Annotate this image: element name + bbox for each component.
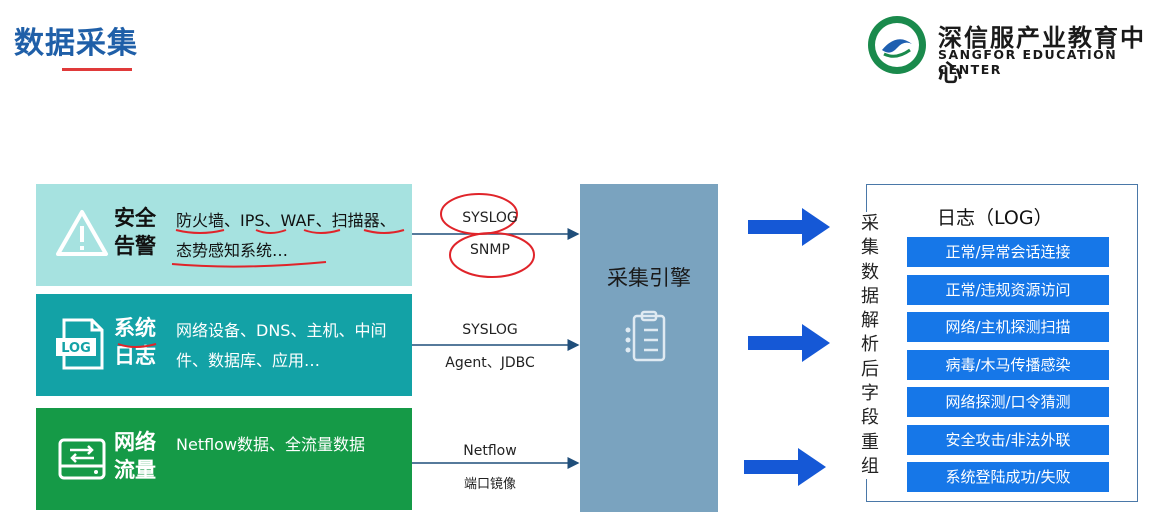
brand-name-en: SANGFOR EDUCATION CENTER (938, 47, 1118, 77)
annotation-circle (449, 232, 535, 278)
page-title: 数据采集 (14, 26, 138, 61)
arrow-right-icon (748, 208, 830, 246)
log-item: 病毒/木马传播感染 (907, 350, 1109, 380)
annotation-underline (117, 343, 157, 348)
log-output-box: 日志（LOG） 正常/异常会话连接 正常/违规资源访问 网络/主机探测扫描 病毒… (866, 184, 1138, 502)
annotation-underline (171, 261, 327, 268)
source-system-log: LOG 系统日志 网络设备、DNS、主机、中间件、数据库、应用… (36, 294, 412, 396)
sangfor-logo-icon (868, 16, 926, 74)
source-name: 系统日志 (114, 316, 156, 368)
log-item: 系统登陆成功/失败 (907, 462, 1109, 492)
clipboard-list-icon (625, 310, 666, 362)
arrow-right-icon (748, 324, 830, 362)
engine-label: 采集引擎 (607, 266, 691, 290)
protocol-label: 端口镜像 (463, 477, 516, 492)
source-desc: 防火墙、IPS、WAF、扫描器、态势感知系统… (176, 211, 396, 260)
source-network-traffic: 网络流量 Netflow数据、全流量数据 (36, 408, 412, 510)
collection-engine: 采集引擎 (580, 184, 718, 512)
annotation-underline (303, 229, 341, 234)
annotation-underline (175, 229, 225, 234)
log-item: 正常/违规资源访问 (907, 275, 1109, 305)
log-item: 网络/主机探测扫描 (907, 312, 1109, 342)
annotation-underline (363, 229, 405, 234)
source-desc: 网络设备、DNS、主机、中间件、数据库、应用… (176, 321, 387, 370)
process-label: 采集数据解析后字段重组 (858, 212, 882, 480)
log-item: 安全攻击/非法外联 (907, 425, 1109, 455)
protocol-label: SYSLOG (462, 322, 518, 338)
log-title: 日志（LOG） (937, 207, 1053, 229)
log-item: 网络探测/口令猜测 (907, 387, 1109, 417)
log-item: 正常/异常会话连接 (907, 237, 1109, 267)
protocol-label: Netflow (463, 443, 517, 459)
warning-icon (56, 210, 108, 256)
log-file-icon: LOG (56, 318, 104, 370)
svg-text:LOG: LOG (61, 341, 91, 356)
protocol-label: SYSLOG (462, 210, 518, 226)
source-name: 网络流量 (114, 430, 156, 482)
brand-name-cn: 深信服产业教育中心 (938, 24, 1146, 87)
protocol-label: SNMP (470, 242, 510, 258)
source-security-alert: 安全告警 防火墙、IPS、WAF、扫描器、态势感知系统… (36, 184, 412, 286)
annotation-underline (255, 229, 287, 234)
protocol-label: Agent、JDBC (445, 355, 535, 371)
title-underline (62, 68, 132, 71)
source-desc: Netflow数据、全流量数据 (176, 435, 366, 454)
source-name: 安全告警 (114, 206, 156, 258)
arrow-right-icon (744, 448, 826, 486)
network-device-icon (58, 438, 106, 480)
